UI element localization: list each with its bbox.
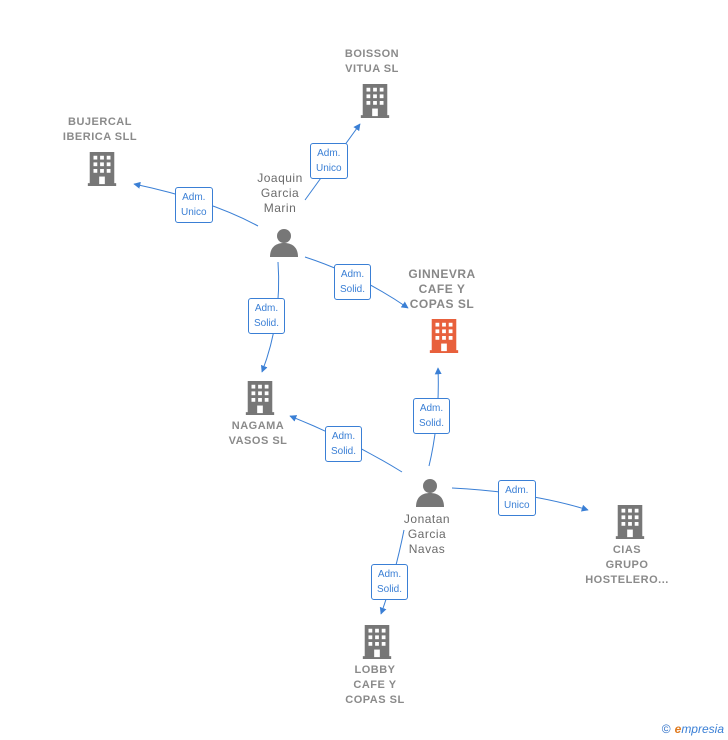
edge-label-jonatan-cias: Adm. Unico xyxy=(498,480,536,516)
joaquin-person-icon[interactable] xyxy=(270,229,298,257)
edge-label-joaquin-bujercal: Adm. Unico xyxy=(175,187,213,223)
edge-label-joaquin-nagama: Adm. Solid. xyxy=(248,298,286,334)
bujercal-building-icon[interactable] xyxy=(87,152,117,186)
company-label-cias[interactable]: CIAS GRUPO HOSTELERO... xyxy=(585,544,669,586)
person-label-jonatan[interactable]: Jonatan Garcia Navas xyxy=(403,512,451,556)
company-label-nagama[interactable]: NAGAMA VASOS SL xyxy=(228,420,288,447)
company-label-boisson[interactable]: BOISSON VITUA SL xyxy=(344,48,400,75)
nagama-building-icon[interactable] xyxy=(245,381,275,415)
copyright-symbol: © xyxy=(661,722,671,736)
company-label-lobby[interactable]: LOBBY CAFE Y COPAS SL xyxy=(345,664,405,706)
edge-label-jonatan-nagama: Adm. Solid. xyxy=(325,426,363,462)
boisson-building-icon[interactable] xyxy=(360,84,390,118)
company-label-ginnevra[interactable]: GINNEVRA CAFE Y COPAS SL xyxy=(408,267,476,311)
lobby-building-icon[interactable] xyxy=(362,625,392,659)
edge-label-jonatan-lobby: Adm. Solid. xyxy=(371,564,409,600)
brand-logo-text: mpresia xyxy=(681,722,724,736)
jonatan-person-icon[interactable] xyxy=(416,479,444,507)
cias-building-icon[interactable] xyxy=(615,505,645,539)
footer-brand: ©empresia xyxy=(662,722,724,736)
person-label-joaquin[interactable]: Joaquin Garcia Marin xyxy=(257,171,303,215)
edge-label-joaquin-boisson: Adm. Unico xyxy=(310,143,348,179)
brand-logo-e: e xyxy=(674,722,682,736)
edge-label-joaquin-ginnevra: Adm. Solid. xyxy=(334,264,372,300)
ginnevra-building-icon[interactable] xyxy=(429,319,459,353)
edge-label-jonatan-ginnevra: Adm. Solid. xyxy=(413,398,451,434)
company-label-bujercal[interactable]: BUJERCAL IBERICA SLL xyxy=(62,116,138,143)
